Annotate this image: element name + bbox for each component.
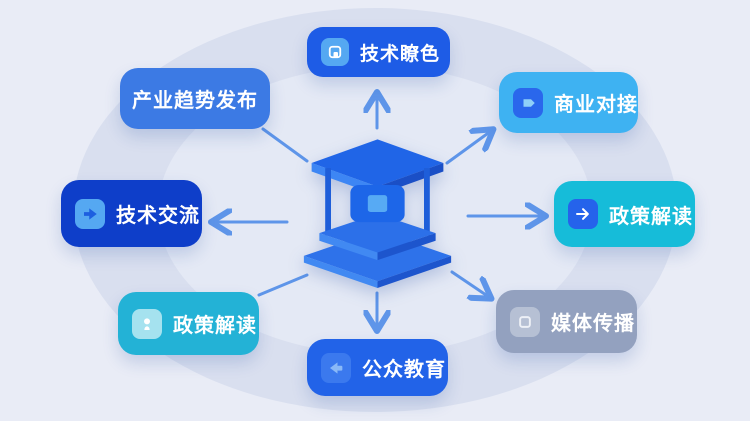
node-label: 商业对接 <box>554 94 638 116</box>
megaphone-icon <box>321 352 351 383</box>
arrow-right-icon <box>75 198 105 229</box>
node-label: 政策解读 <box>609 205 693 228</box>
node-policy-interpretation-right: 政策解读 <box>554 181 695 247</box>
display-icon <box>321 38 349 66</box>
node-label: 技术交流 <box>116 205 200 227</box>
node-tech-exchange: 技术交流 <box>61 180 202 247</box>
person-icon <box>132 308 162 339</box>
node-label: 技术瞭色 <box>360 43 441 65</box>
node-industry-trends: 产业趋势发布 <box>120 68 270 129</box>
node-label: 产业趋势发布 <box>132 90 258 112</box>
node-label: 政策解读 <box>173 315 257 337</box>
arrow-right-icon <box>568 199 598 229</box>
node-public-education: 公众教育 <box>307 339 448 396</box>
node-label: 媒体传播 <box>551 313 635 335</box>
flag-icon <box>513 87 543 118</box>
node-business-matching: 商业对接 <box>499 72 638 133</box>
exhibition-booth-icon <box>303 139 452 288</box>
node-media-communication: 媒体传播 <box>496 290 637 353</box>
square-icon <box>510 306 540 337</box>
node-label: 公众教育 <box>362 359 446 381</box>
node-tech-display: 技术瞭色 <box>307 27 450 77</box>
node-policy-interpretation-left: 政策解读 <box>118 292 259 355</box>
